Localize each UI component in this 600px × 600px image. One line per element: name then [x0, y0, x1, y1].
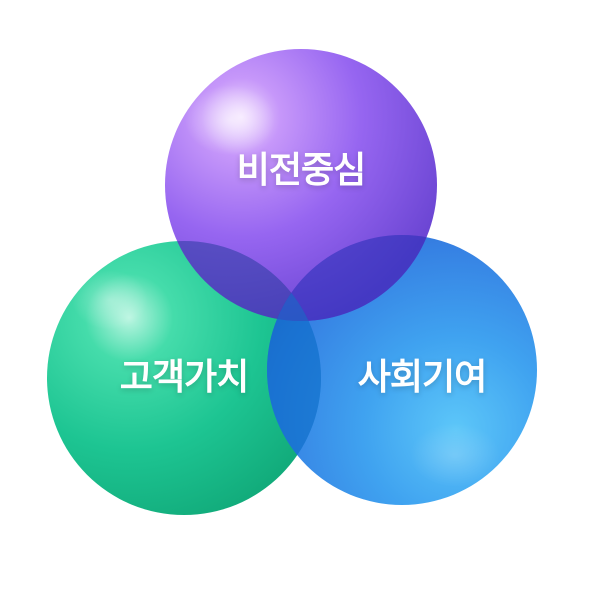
highlight-left [72, 270, 148, 330]
highlight-top [185, 85, 275, 155]
label-social-contribution: 사회기여 [357, 357, 487, 398]
overlap-top-left [165, 241, 321, 321]
label-vision-centered: 비전중심 [236, 150, 366, 191]
label-customer-value: 고객가치 [119, 357, 249, 398]
overlap-top-right [267, 235, 437, 321]
highlight-right [410, 423, 500, 487]
